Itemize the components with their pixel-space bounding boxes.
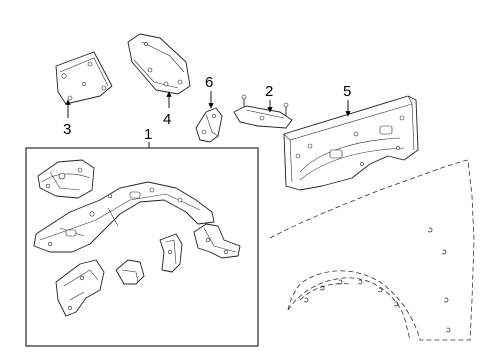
part-1e-clip xyxy=(115,259,145,285)
part-1a-mount xyxy=(37,159,95,199)
part-3-plate xyxy=(55,51,113,105)
callout-1: 1 xyxy=(144,126,152,143)
callout-2: 2 xyxy=(265,83,273,100)
part-4-shield xyxy=(127,33,191,95)
callout-3: 3 xyxy=(63,121,71,138)
part-1d-brace xyxy=(159,233,183,273)
part-1f-gusset xyxy=(55,259,105,317)
callout-5: 5 xyxy=(343,83,351,100)
callout-4: 4 xyxy=(163,111,171,128)
part-2-stud-bracket xyxy=(233,94,293,129)
fender-outline xyxy=(269,159,475,341)
part-5-apron-rail xyxy=(283,95,419,191)
part-1c-bracket xyxy=(193,223,241,259)
part-1b-wheelhouse xyxy=(33,181,215,253)
callout-6: 6 xyxy=(205,74,213,91)
part-6-bracket xyxy=(195,107,223,143)
assembly-box xyxy=(25,147,259,347)
